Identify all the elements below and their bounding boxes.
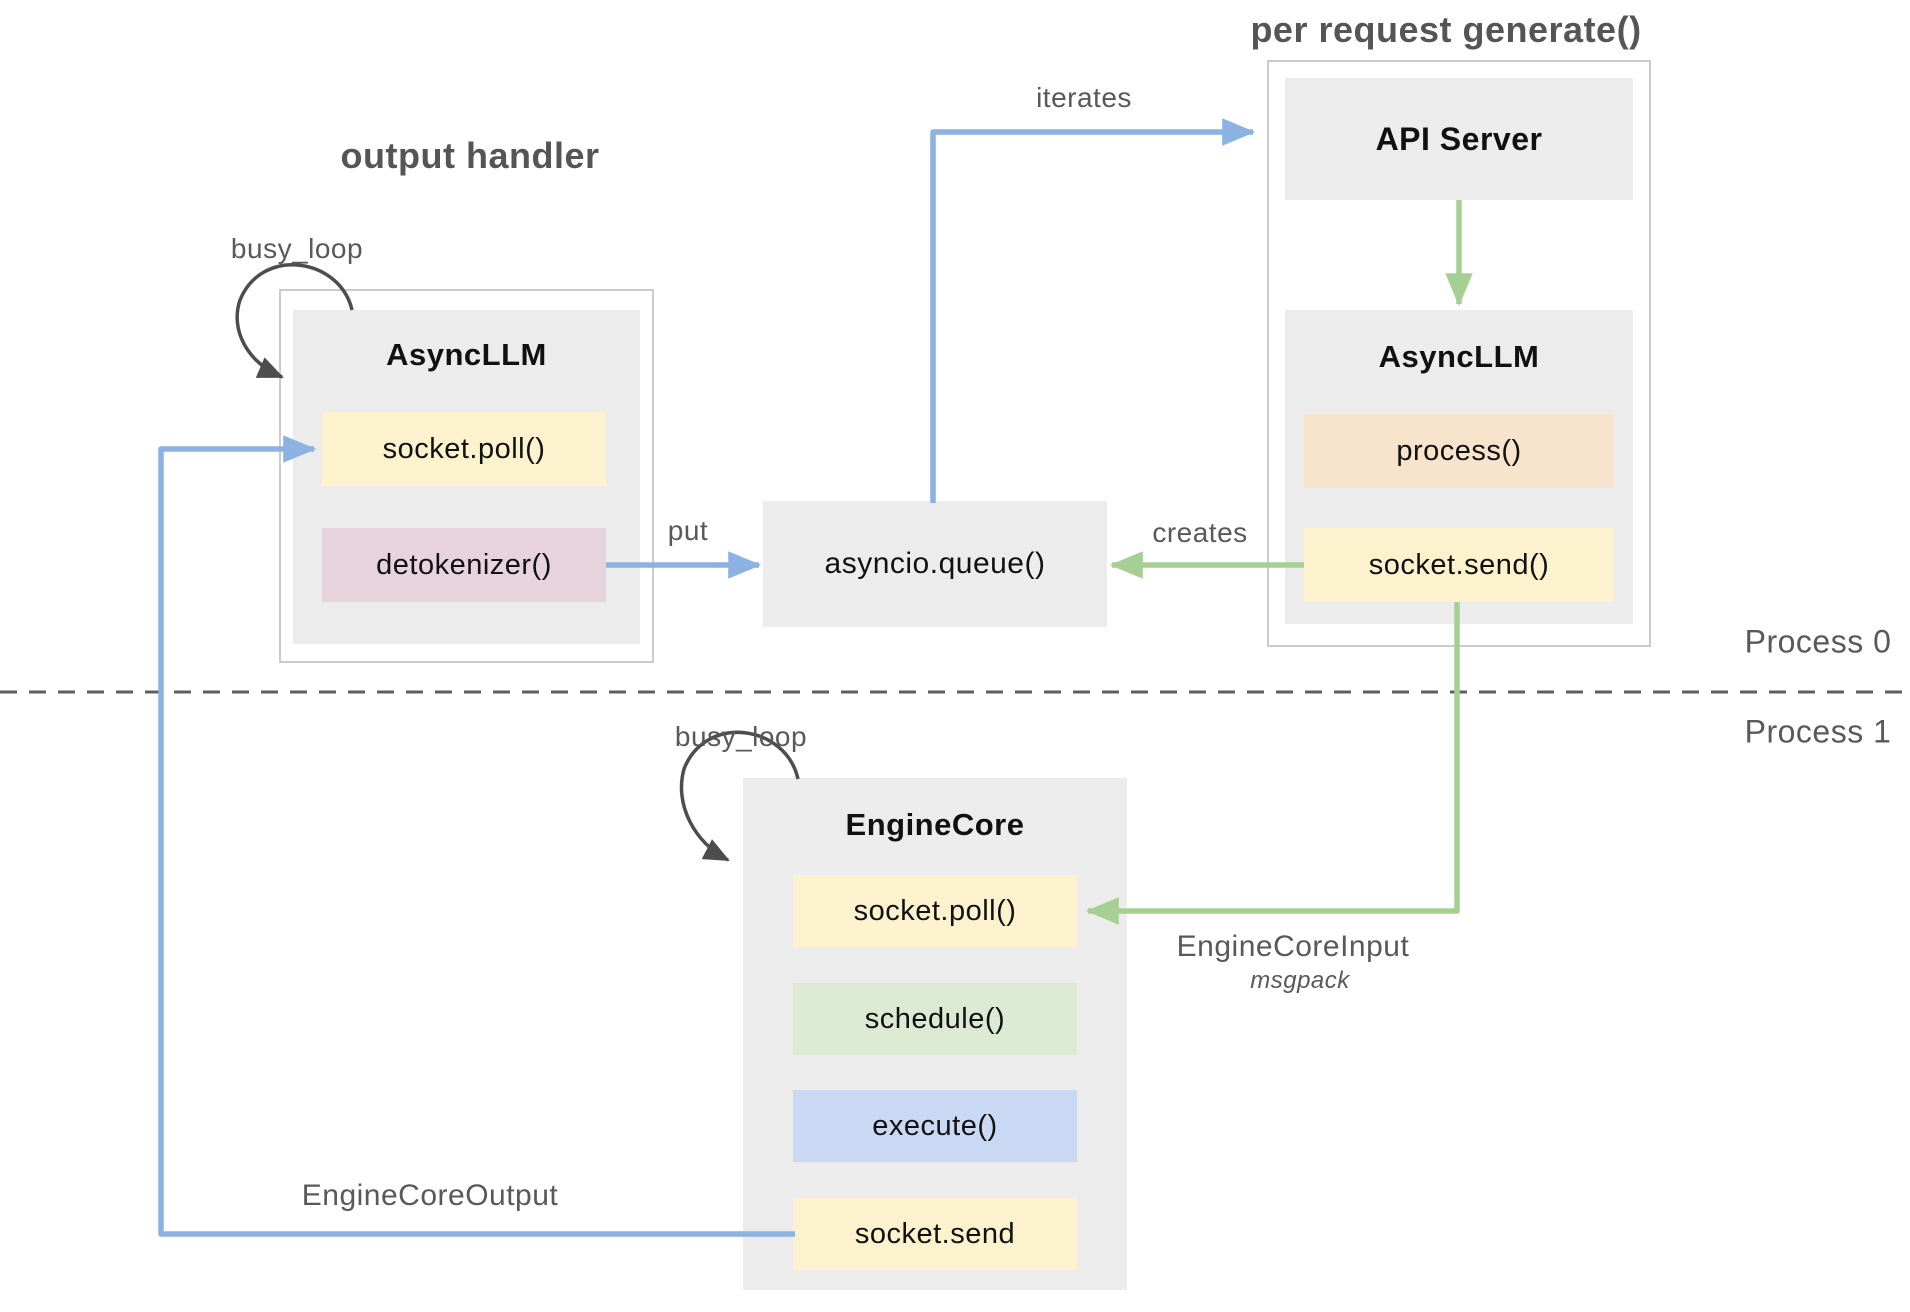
engine-schedule-box: schedule(): [793, 983, 1077, 1055]
api-server-box: API Server: [1285, 78, 1633, 200]
busy-loop-top-label: busy_loop: [230, 233, 364, 264]
engine-core-input-label: EngineCoreInput: [1176, 930, 1410, 963]
per-request-generate-title: per request generate(): [1250, 9, 1642, 50]
asyncio-queue-label: asyncio.queue(): [824, 547, 1046, 580]
left-detokenizer-box: detokenizer(): [322, 528, 606, 602]
asyncio-queue-box: asyncio.queue(): [763, 501, 1107, 627]
api-server-label: API Server: [1375, 120, 1543, 157]
put-label: put: [667, 515, 709, 546]
left-socket-poll-box: socket.poll(): [322, 412, 606, 486]
right-socket-send-box: socket.send(): [1304, 528, 1614, 602]
right-process-box: process(): [1304, 414, 1614, 488]
process-1-label: Process 1: [1744, 713, 1892, 750]
busy-loop-bottom-label: busy_loop: [674, 721, 808, 752]
iterates-arrow: [930, 118, 1256, 503]
engine-core-title: EngineCore: [845, 807, 1025, 842]
engine-execute-box: execute(): [793, 1090, 1077, 1162]
msgpack-label: msgpack: [1250, 967, 1350, 994]
async-llm-right-title: AsyncLLM: [1378, 339, 1540, 374]
creates-label: creates: [1152, 517, 1248, 548]
async-llm-left-title: AsyncLLM: [386, 337, 547, 372]
process-0-label: Process 0: [1744, 623, 1892, 660]
engine-socket-send-box: socket.send: [793, 1198, 1077, 1270]
iterates-label: iterates: [1036, 82, 1132, 113]
engine-socket-poll-box: socket.poll(): [793, 875, 1077, 947]
engine-core-output-label: EngineCoreOutput: [301, 1179, 559, 1212]
output-handler-title: output handler: [340, 135, 600, 176]
engine-core-input-arrow: [1085, 602, 1460, 925]
